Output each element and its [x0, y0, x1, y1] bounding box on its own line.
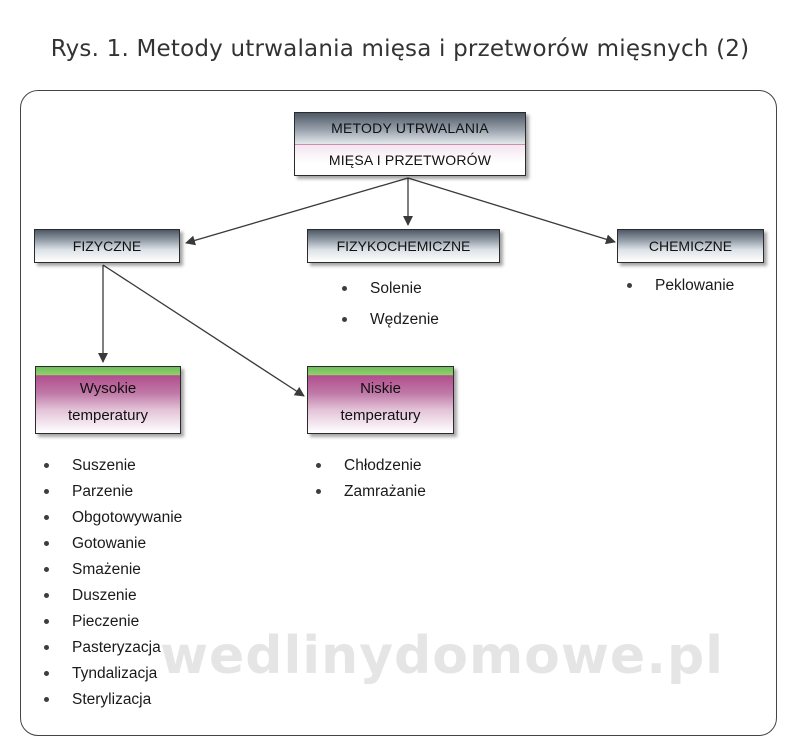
- list-item: Suszenie: [34, 453, 182, 479]
- list-item: Obgotowywanie: [34, 505, 182, 531]
- list-item: Chłodzenie: [306, 453, 426, 479]
- figure-title: Rys. 1. Metody utrwalania mięsa i przetw…: [50, 36, 750, 62]
- root-node-divider: [295, 143, 525, 145]
- diagram-frame: [20, 90, 777, 736]
- list-item: Smażenie: [34, 557, 182, 583]
- list-item: Pasteryzacja: [34, 635, 182, 661]
- list-item: Peklowanie: [617, 273, 734, 299]
- niskie-temperatury-list: Chłodzenie Zamrażanie: [306, 453, 426, 505]
- node-wysokie-line1: Wysokie: [79, 380, 137, 397]
- list-item: Wędzenie: [332, 304, 439, 335]
- root-node-line1: METODY UTRWALANIA: [295, 113, 525, 144]
- node-chemiczne: CHEMICZNE: [617, 229, 764, 263]
- root-node-line2: MIĘSA I PRZETWORÓW: [295, 144, 525, 175]
- list-item: Pieczenie: [34, 609, 182, 635]
- node-fizyczne: FIZYCZNE: [34, 229, 180, 263]
- node-niskie-temperatury: Niskie temperatury: [307, 366, 454, 434]
- arrow-root-to-fizyczne: [185, 177, 409, 246]
- root-node: METODY UTRWALANIA MIĘSA I PRZETWORÓW: [294, 112, 526, 176]
- node-wysokie-line2: temperatury: [67, 407, 149, 424]
- node-wysokie-temperatury: Wysokie temperatury: [35, 366, 181, 434]
- list-item: Duszenie: [34, 583, 182, 609]
- node-niskie-line2: temperatury: [340, 407, 421, 424]
- list-item: Zamrażanie: [306, 479, 426, 505]
- node-niskie-line1: Niskie: [360, 380, 401, 397]
- arrow-fizyczne-to-niskie: [102, 264, 305, 397]
- arrow-root-to-chemiczne: [407, 177, 616, 245]
- fizykochemiczne-list: Solenie Wędzenie: [332, 273, 439, 335]
- list-item: Parzenie: [34, 479, 182, 505]
- chemiczne-list: Peklowanie: [617, 273, 734, 299]
- list-item: Sterylizacja: [34, 687, 182, 713]
- list-item: Solenie: [332, 273, 439, 304]
- list-item: Tyndalizacja: [34, 661, 182, 687]
- wysokie-temperatury-list: Suszenie Parzenie Obgotowywanie Gotowani…: [34, 453, 182, 713]
- node-fizykochemiczne: FIZYKOCHEMICZNE: [307, 229, 500, 263]
- list-item: Gotowanie: [34, 531, 182, 557]
